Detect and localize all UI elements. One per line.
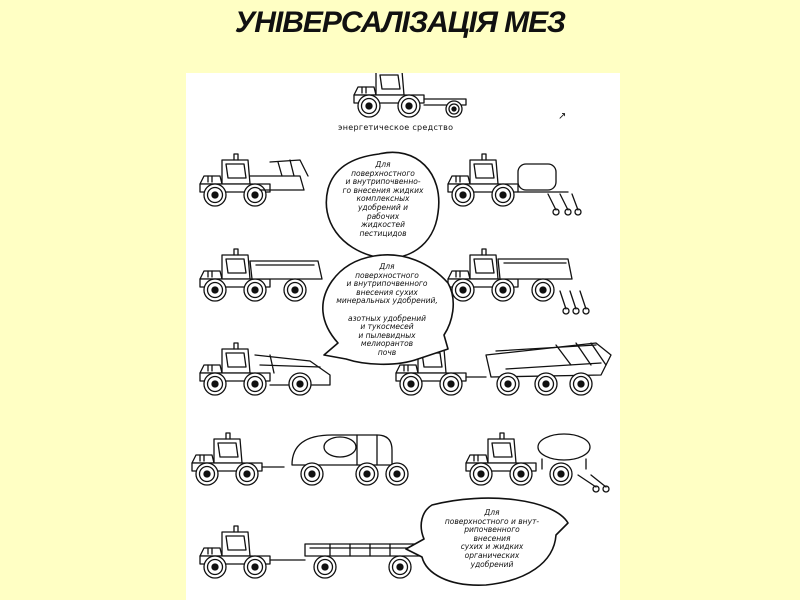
energy-vehicle <box>354 73 467 118</box>
figure-caption: энергетическое средство <box>338 123 454 132</box>
bubble-dry-fertilizers: Для поверхностного и внутрипочвенного вн… <box>336 262 438 357</box>
bubble-liquid-fertilizers: Для поверхностного и внутрипочвенно- го … <box>342 160 424 238</box>
bubble-organic-fertilizers: Для поверхностного и внут- рипочвенного … <box>444 508 540 569</box>
machinery-drawing: ↗ <box>186 73 612 586</box>
slide-title: УНІВЕРСАЛІЗАЦІЯ МЕЗ <box>234 6 566 39</box>
machinery-diagram: ↗ <box>186 73 620 600</box>
svg-text:↗: ↗ <box>558 111 566 122</box>
